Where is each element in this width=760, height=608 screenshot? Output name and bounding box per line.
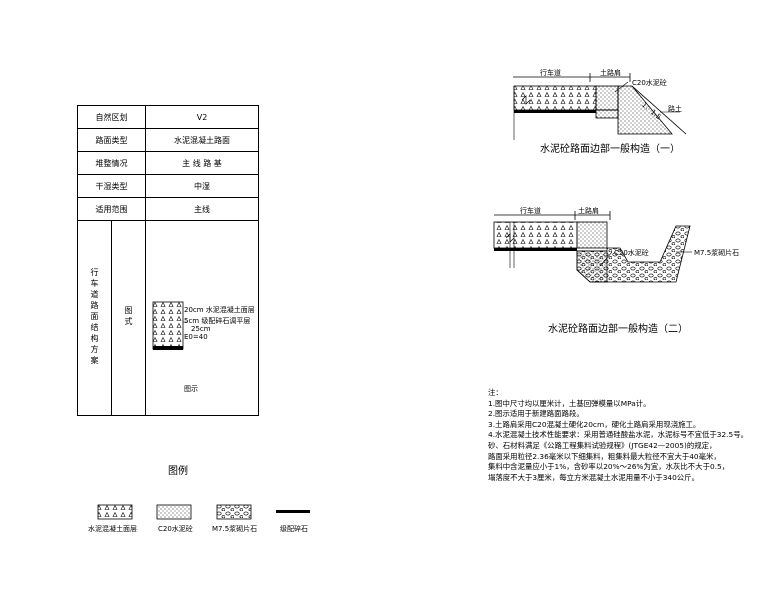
legend-label-concrete: 水泥混凝土面层 xyxy=(88,525,137,533)
row-label: 堆整情况 xyxy=(77,151,146,175)
total-label: 25cm xyxy=(191,325,211,333)
row-label: 路面类型 xyxy=(77,128,146,152)
row-value: 主 线 路 基 xyxy=(145,151,259,175)
note-line: 2.图示适用于新建路面路段。 xyxy=(488,409,584,419)
legend-swatch-m75 xyxy=(216,504,252,520)
fig1-caption: 水泥砼路面边部一般构造（一） xyxy=(540,144,680,155)
legend-swatch-concrete xyxy=(97,504,133,520)
edge-structure-figure-2 xyxy=(493,211,692,283)
note-line: 1.图中尺寸均以厘米计，土基回弹模量以MPa计。 xyxy=(488,398,651,408)
fig1-lane-label: 行车道 xyxy=(540,69,561,77)
note-line: 4.水泥混凝土技术性能要求：采用普通硅酸盐水泥，水泥标号不宜低于32.5号。 xyxy=(488,430,749,440)
row-label: 自然区划 xyxy=(77,105,146,129)
legend-label-c20: C20水泥砼 xyxy=(158,525,193,533)
edge-structure-figure-1 xyxy=(513,73,687,140)
figure-label: 图式 xyxy=(124,306,133,328)
note-line: 塌落度不大于3厘米，每立方米混凝土水泥用量不小于340公斤。 xyxy=(488,472,699,482)
pavement-spec-table: 自然区划 V2 路面类型 水泥混凝土路面 堆整情况 主 线 路 基 干湿类型 中… xyxy=(77,105,259,416)
note-line: 3.土路肩采用C20混凝土硬化20cm，硬化土路肩采用现浇施工。 xyxy=(488,419,701,429)
notes-title: 注： xyxy=(488,388,503,397)
legend-title: 图例 xyxy=(168,466,188,477)
row-label: 适用范围 xyxy=(77,197,146,221)
legend-swatch-gravel xyxy=(276,510,310,513)
figure-caption: 图示 xyxy=(184,385,198,393)
fig1-soil-label: 路土 xyxy=(668,105,682,113)
row-value: V2 xyxy=(145,105,259,129)
legend-label-m75: M7.5浆砌片石 xyxy=(212,525,258,533)
legend-label-gravel: 级配碎石 xyxy=(280,525,308,533)
legend-swatch-c20 xyxy=(156,504,192,520)
row-value: 水泥混凝土路面 xyxy=(145,128,259,152)
note-line: 砂、石材料满足《公路工程集料试验规程》(JTGE42—2005)的规定， xyxy=(488,440,717,450)
figure-cell: 20cm 水泥混凝土面层 5cm 级配碎石调平层 25cm E0=40 图示 xyxy=(145,220,259,416)
e0-label: E0=40 xyxy=(184,333,208,341)
fig2-c20-label: C20水泥砼 xyxy=(614,249,649,257)
note-line: 路面采用粒径2.36毫米以下细集料，粗集料最大粒径不宜大于40毫米， xyxy=(488,451,721,461)
fig1-shoulder-label: 土路肩 xyxy=(600,69,621,77)
fig1-c20-label: C20水泥砼 xyxy=(632,79,667,87)
layer1-label: 20cm 水泥混凝土面层 xyxy=(184,306,255,314)
note-line: 集料中含泥量应小于1%，含砂率以20%～26%为宜，水灰比不大于0.5， xyxy=(488,462,730,472)
fig2-m75-label: M7.5浆砌片石 xyxy=(694,249,740,257)
fig2-shoulder-label: 土路肩 xyxy=(578,207,599,215)
fig2-caption: 水泥砼路面边部一般构造（二） xyxy=(548,324,688,335)
row-label: 干湿类型 xyxy=(77,174,146,198)
layer2-label: 5cm 级配碎石调平层 xyxy=(184,317,251,325)
fig2-lane-label: 行车道 xyxy=(520,207,541,215)
row-value: 中湿 xyxy=(145,174,259,198)
structure-label: 行车道路面结构方案 xyxy=(90,267,99,367)
notes-block: 注： 1.图中尺寸均以厘米计，土基回弹模量以MPa计。 2.图示适用于新建路面路… xyxy=(488,388,748,483)
row-value: 主线 xyxy=(145,197,259,221)
legend-swatches xyxy=(97,504,310,520)
